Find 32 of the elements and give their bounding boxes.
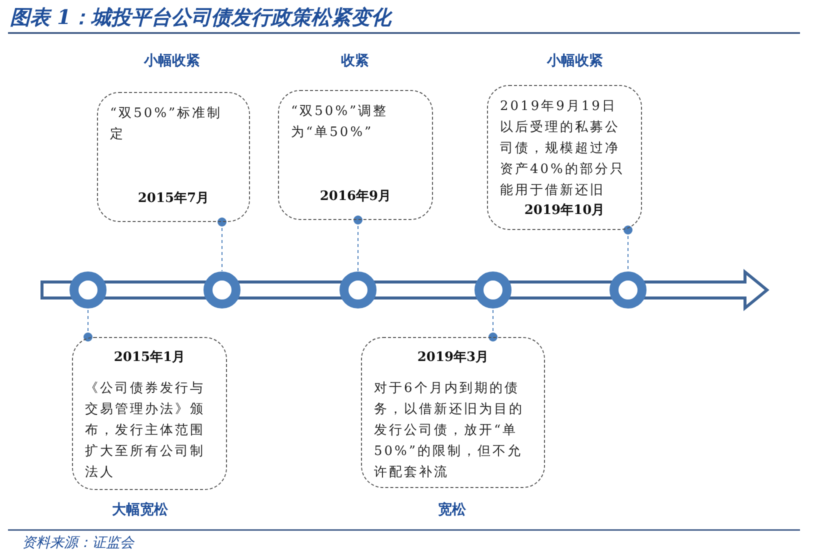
phase-label: 小幅收紧: [547, 52, 603, 70]
event-text: 2019年9月19日以后受理的私募公司债，规模超过净资产40%的部分只能用于借新还旧: [500, 98, 626, 200]
leader-line: [488, 308, 498, 342]
timeline-ring: [339, 271, 377, 309]
leader-line: [218, 218, 226, 272]
callout-box: [487, 85, 642, 230]
date-label: 2019年3月: [416, 349, 490, 366]
leader-line: [354, 216, 362, 272]
title: 图表 1：城投平台公司债发行政策松紧变化: [10, 4, 391, 31]
date-label: 2019年10月: [523, 202, 606, 219]
phase-label: 小幅收紧: [144, 52, 200, 70]
phase-label: 收紧: [341, 52, 369, 70]
event-text: 对于6个月内到期的债务，以借新还旧为目的发行公司债，放开“单50%”的限制，但不允许配套补流: [374, 380, 525, 482]
leader-line: [624, 226, 632, 272]
event-text: 《公司债券发行与交易管理办法》颁布，发行主体范围扩大至所有公司制法人: [85, 380, 206, 482]
callout-box: [361, 337, 545, 488]
date-label: 2015年7月: [136, 190, 210, 207]
date-label: 2015年1月: [112, 349, 186, 366]
timeline-ring: [69, 271, 107, 309]
leader-line: [84, 308, 92, 342]
phase-label: 大幅宽松: [112, 501, 168, 519]
callout-box: [278, 90, 433, 220]
timeline-ring: [203, 271, 241, 309]
timeline-ring: [609, 271, 647, 309]
phase-label: 宽松: [438, 501, 466, 519]
source-note: 资料来源：证监会: [22, 534, 134, 552]
timeline-ring: [474, 271, 512, 309]
callout-box: [72, 337, 227, 490]
date-label: 2016年9月: [318, 188, 392, 205]
event-text: “双50%”标准制定: [110, 105, 224, 144]
event-text: “双50%”调整为“单50%”: [291, 103, 390, 142]
callout-box: [97, 92, 250, 222]
